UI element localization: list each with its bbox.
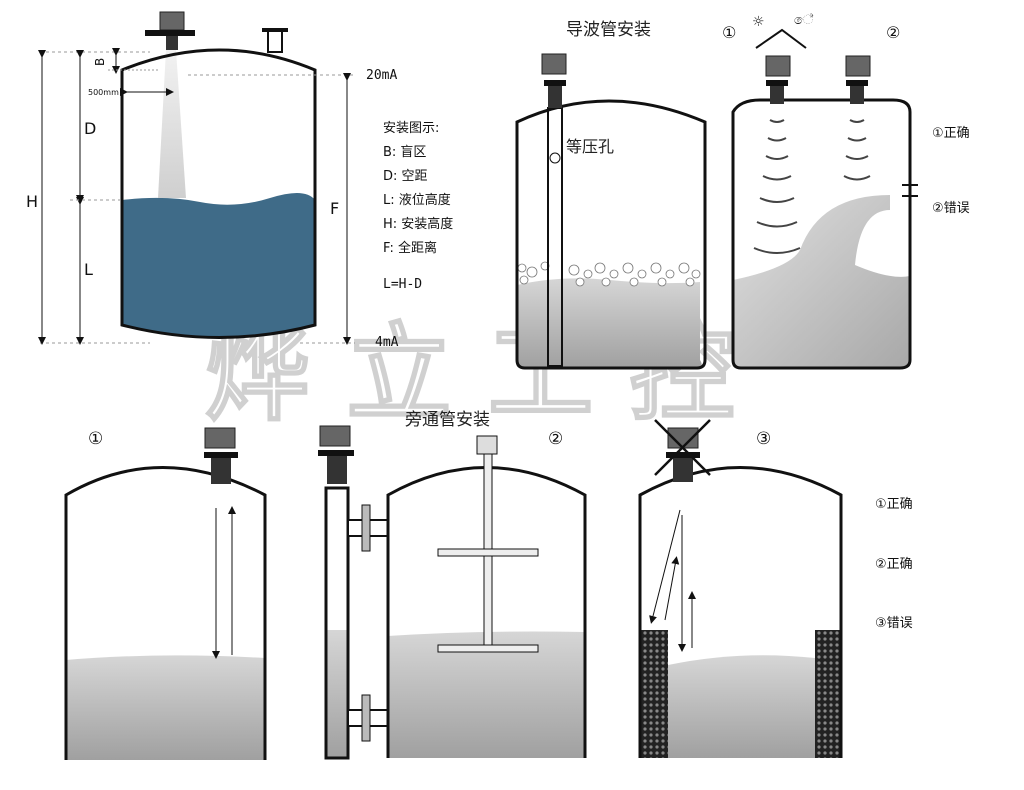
num-1: ① [88,429,103,449]
tank-nozzle [267,29,283,53]
bottom-tank-1: ① [64,427,267,760]
wall-buildup-right [815,630,841,758]
legend-item: D: 空距 [383,169,428,184]
sensor-antenna [770,86,784,104]
sensor-antenna [548,86,562,108]
num-1: ① [722,23,736,42]
water-body [122,192,315,338]
label-d: D [84,119,96,138]
radar-sensor-icon [319,425,351,447]
radar-sensor-icon [204,427,236,449]
sensor-antenna [327,456,347,484]
sensor-flange [544,80,566,86]
legend-item: L: 液位高度 [383,192,451,208]
sun-icon: ☼ [752,14,765,30]
num-2: ② [886,23,900,42]
valve [361,504,371,552]
legend-item: F: 全距离 [383,240,437,256]
radar-sensor-icon [541,53,567,75]
legend-item: B: 盲区 [383,144,426,160]
bypass-liquid [327,630,347,758]
sensor-flange [666,452,700,458]
sensor-flange [766,80,788,86]
tank-2-liquid [388,631,585,758]
radar-sensor-icon [845,55,871,77]
label-4ma: 4mA [375,335,399,350]
agitator-blade [437,644,539,653]
sunshade-roof [755,28,807,49]
signal-arrow [649,509,681,624]
label-l: L [84,260,93,279]
label-500mm: 500mm [88,88,119,97]
guide-pipe-tank-outline [515,99,707,370]
signal-arrow [664,556,680,621]
sensor-flange [204,452,238,458]
sensor-flange [846,80,868,86]
sensor-flange [318,450,354,456]
bottom-tank-2: 旁通管安装 ② [318,410,587,760]
num-3: ③ [756,429,771,449]
radar-sensor-icon [765,55,791,77]
bottom-tank-3: ③ [638,419,843,758]
bypass-title: 旁通管安装 [405,410,490,430]
radar-beam [158,50,186,198]
sensor-flange [145,30,195,36]
main-tank-diagram: B D H L F 500mm 20mA 4mA 安装图示: B: 盲区 D: … [26,11,453,350]
sensor-antenna [211,458,231,484]
num-2: ② [548,429,563,449]
agitator-blade [437,548,539,557]
label-20ma: 20mA [366,68,397,83]
pressure-hole-label: 等压孔 [566,137,614,156]
tank-1-liquid [66,655,265,760]
label-h: H [26,192,38,211]
radar-sensor-icon [159,11,185,31]
label-wrong: ②错误 [932,201,970,216]
sensor-antenna [673,458,693,482]
tank-3-liquid [668,655,815,758]
sun-rain-tank-outline [731,98,912,370]
sensor-antenna [166,36,178,50]
sensor-antenna [850,86,864,104]
nozzle-flange [262,28,288,32]
pressure-hole-icon [549,152,561,164]
foam-bubbles [517,261,701,287]
rain-icon: ේ [794,12,813,28]
guide-pipe-diagram: 导波管安装 等压孔 [515,20,707,370]
tank-3-outline [638,466,843,758]
bottom-legend-1: ①正确 [875,497,913,512]
valve [361,694,371,742]
legend-formula: L=H-D [383,277,422,292]
bypass-pipe [324,486,350,760]
legend-item: H: 安装高度 [383,216,453,232]
label-correct: ①正确 [932,126,970,141]
sun-rain-diagram: ① ② ☼ ේ ①正确 ②错误 [722,12,970,370]
main-tank-outline [120,48,317,339]
bottom-legend-3: ③错误 [875,616,913,631]
radar-wave-arcs [753,119,871,254]
label-b: B [93,58,107,66]
bottom-legend-2: ②正确 [875,557,913,572]
label-f: F [330,199,339,218]
wall-buildup-left [640,630,668,758]
guide-pipe-title: 导波管安装 [566,20,651,40]
agitator-motor [476,435,498,455]
guide-pipe-liquid [517,278,702,368]
inlet-spray-and-liquid [733,195,910,368]
legend-title: 安装图示: [383,121,439,136]
cross-mark-icon [654,419,711,476]
tank-1-outline [64,466,267,760]
